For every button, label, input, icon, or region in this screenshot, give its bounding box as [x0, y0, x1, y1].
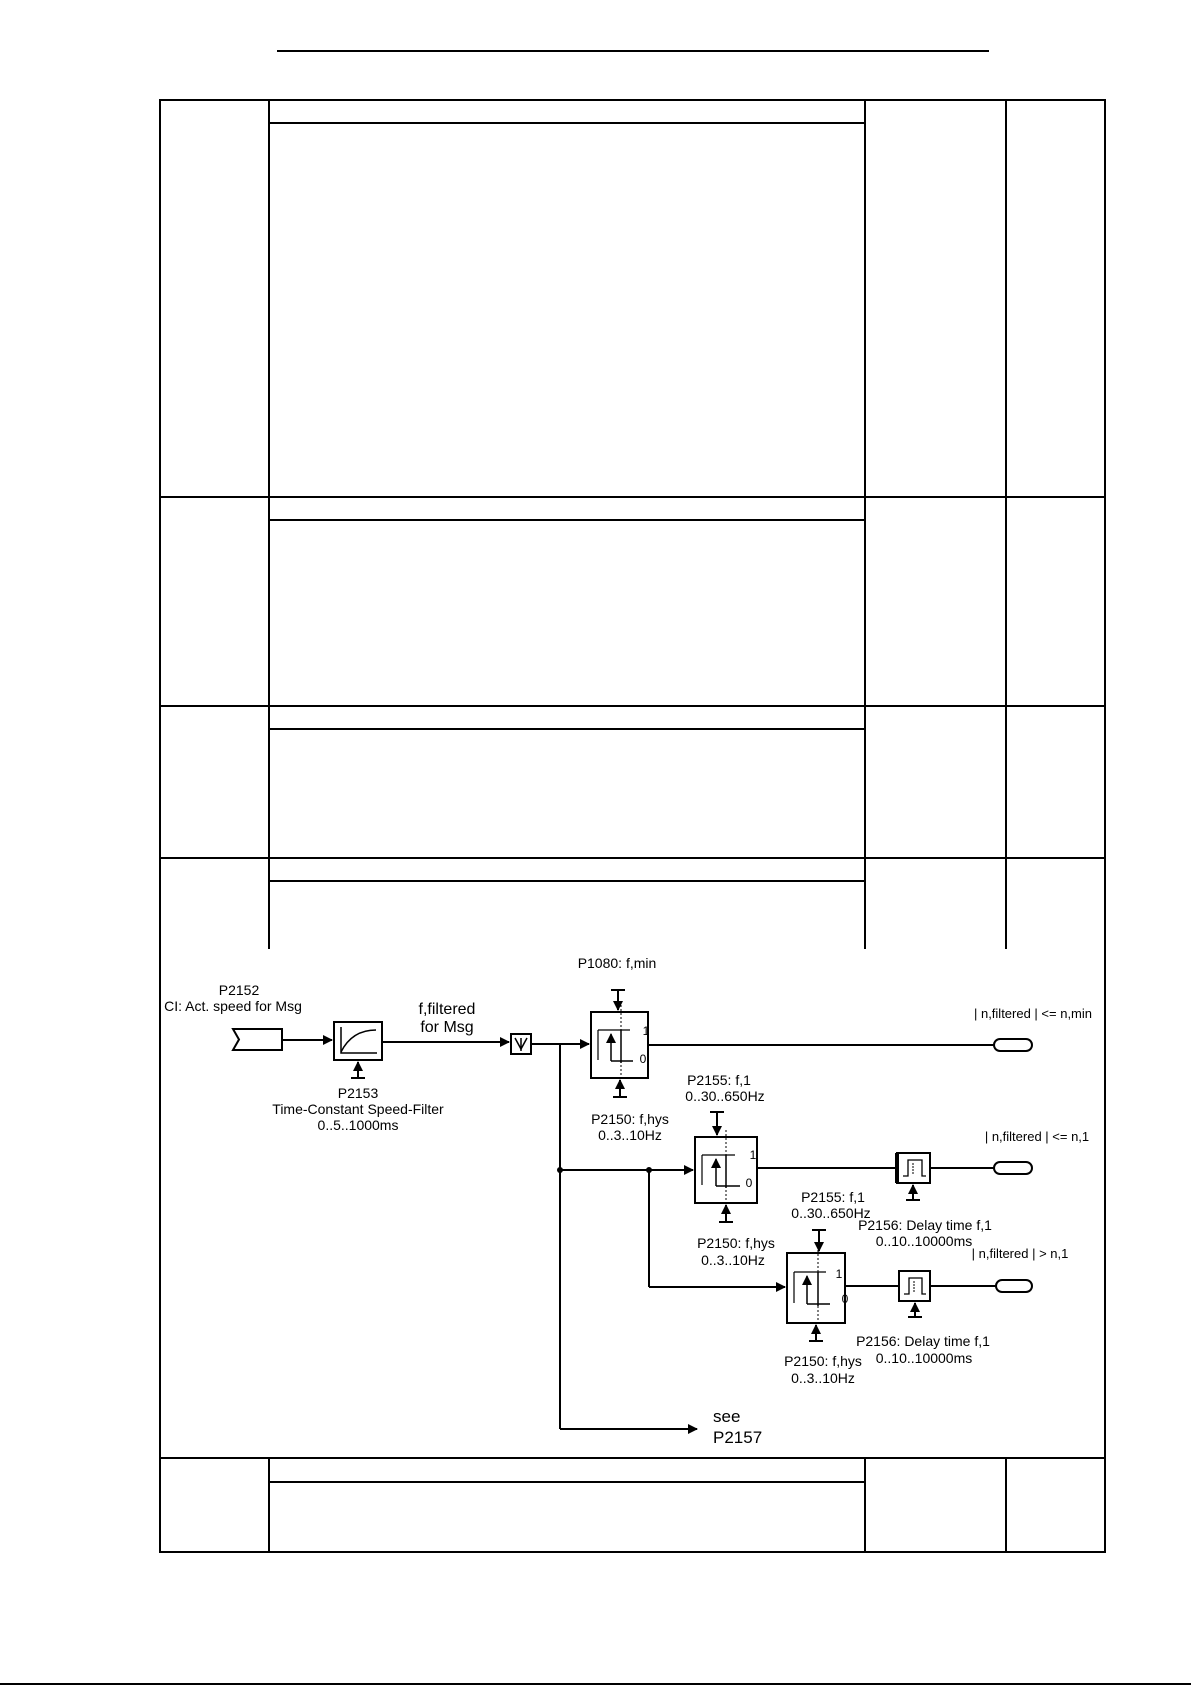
- hys-range-1: 0..3..10Hz: [598, 1127, 662, 1143]
- hys-range-2: 0..3..10Hz: [701, 1252, 765, 1268]
- row-bottom: [159, 1551, 1106, 1553]
- header-rule: [277, 50, 989, 52]
- delay-block-1: [895, 1152, 931, 1184]
- hys-label-1: P2150: f,hys: [591, 1111, 669, 1127]
- input-connector-icon: [231, 1028, 283, 1051]
- comp3-zero: 0: [842, 1292, 849, 1306]
- delay-label-2: P2156: Delay time f,1: [856, 1333, 990, 1349]
- filter-label-text: Time-Constant Speed-Filter: [272, 1101, 444, 1117]
- hys-label-3: P2150: f,hys: [784, 1353, 862, 1369]
- delay-label-1: P2156: Delay time f,1: [858, 1217, 992, 1233]
- comp3-one: 1: [836, 1267, 843, 1281]
- subheader-line-1: [268, 122, 866, 124]
- f1-label-1: P2155: f,1: [687, 1072, 751, 1088]
- row-sep-1: [159, 496, 1106, 498]
- f1-range-2: 0..30..650Hz: [791, 1205, 870, 1221]
- subheader-line-2: [268, 519, 866, 521]
- absolute-value-block: [510, 1033, 532, 1055]
- out3-label: | n,filtered | > n,1: [972, 1246, 1069, 1261]
- output-connector-3-icon: [995, 1279, 1033, 1293]
- f1-range-1: 0..30..650Hz: [685, 1088, 764, 1104]
- input-label-code: P2152: [219, 982, 260, 998]
- output-connector-2-icon: [993, 1161, 1033, 1175]
- see-label-1: see: [713, 1407, 740, 1426]
- comp2-one: 1: [750, 1148, 757, 1162]
- speed-filter-block: [333, 1021, 383, 1061]
- output-connector-1-icon: [993, 1038, 1033, 1052]
- comparator-fmin-block: [590, 1005, 649, 1079]
- signal-label-2: for Msg: [420, 1019, 473, 1036]
- comparator-f1-block: [694, 1130, 758, 1204]
- delay-block-2: [898, 1270, 931, 1302]
- out2-label: | n,filtered | <= n,1: [985, 1129, 1089, 1144]
- comp1-zero: 0: [640, 1052, 647, 1066]
- comp2-zero: 0: [746, 1176, 753, 1190]
- fmin-label: P1080: f,min: [578, 955, 657, 971]
- row-sep-4: [159, 1457, 1106, 1459]
- col-divider-2b: [864, 1457, 866, 1551]
- col-divider-1b: [268, 1457, 270, 1551]
- row-top: [159, 99, 1106, 101]
- filter-range: 0..5..1000ms: [318, 1117, 399, 1133]
- col-divider-3b: [1005, 1457, 1007, 1551]
- row-sep-3: [159, 857, 1106, 859]
- input-label-text: CI: Act. speed for Msg: [164, 998, 302, 1014]
- subheader-line-5: [268, 1481, 866, 1483]
- footer-rule: [0, 1683, 1191, 1685]
- table-border-right: [1104, 99, 1106, 1551]
- delay-range-2: 0..10..10000ms: [876, 1350, 973, 1366]
- subheader-line-4: [268, 880, 866, 882]
- hys-range-3: 0..3..10Hz: [791, 1370, 855, 1386]
- see-label-2: P2157: [713, 1428, 762, 1447]
- f1-label-2: P2155: f,1: [801, 1189, 865, 1205]
- delay-range-1: 0..10..10000ms: [876, 1233, 973, 1249]
- row-sep-2: [159, 705, 1106, 707]
- col-divider-1: [268, 99, 270, 949]
- out1-label: | n,filtered | <= n,min: [974, 1006, 1092, 1021]
- comparator-f1-block-2: [786, 1246, 846, 1324]
- comp1-one: 1: [643, 1024, 650, 1038]
- col-divider-2: [864, 99, 866, 949]
- filter-label-code: P2153: [338, 1085, 379, 1101]
- hys-label-2: P2150: f,hys: [697, 1235, 775, 1251]
- col-divider-3: [1005, 99, 1007, 949]
- table-border-left: [159, 99, 161, 1551]
- subheader-line-3: [268, 728, 866, 730]
- signal-label-1: f,filtered: [419, 1001, 476, 1018]
